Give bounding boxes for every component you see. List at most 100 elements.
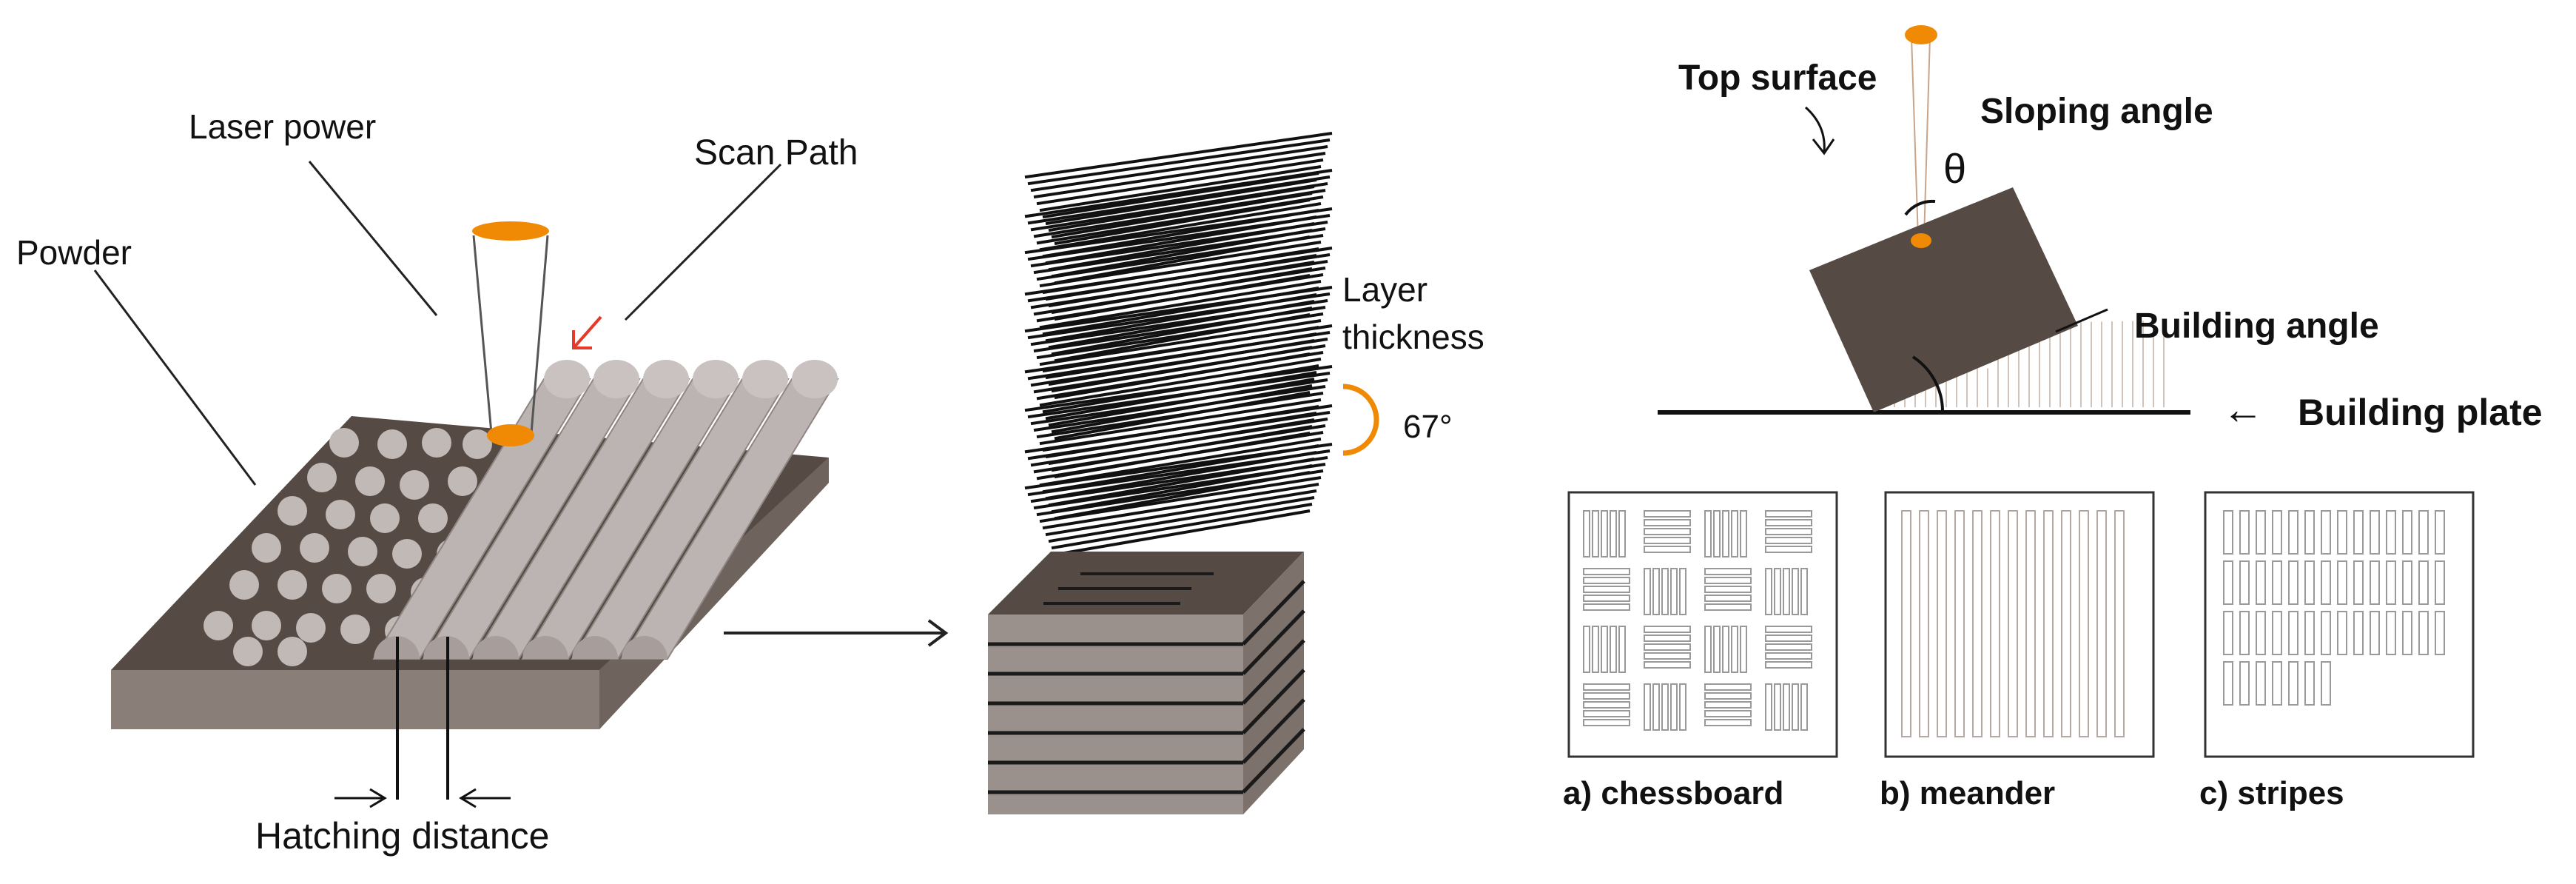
strategy-label-meander: b) meander	[1880, 775, 2056, 811]
stripes-pattern	[2223, 510, 2445, 706]
cube-layer-line	[1242, 698, 1305, 764]
stripe-track	[2353, 560, 2364, 605]
track-section	[622, 636, 667, 659]
top-surface-label: Top surface	[1678, 58, 1877, 98]
stripe-track	[2337, 510, 2347, 555]
melt-pool-icon	[487, 424, 534, 446]
stripe-track	[2239, 510, 2250, 555]
cube-layer-line	[1242, 669, 1305, 734]
rotation-arc-icon	[1342, 384, 1379, 456]
meander-track	[2061, 510, 2071, 737]
meander-track	[2025, 510, 2036, 737]
cube-layer-line	[1242, 728, 1305, 794]
powder-leader	[93, 269, 257, 486]
stripe-track	[2256, 661, 2266, 706]
scan-layer	[1024, 404, 1333, 520]
chess-cell	[1765, 683, 1808, 731]
track-end	[544, 360, 590, 398]
laser-source-icon	[472, 221, 549, 241]
stripe-track	[2418, 510, 2429, 555]
chess-cell	[1583, 683, 1630, 726]
powder-particle	[400, 470, 429, 500]
cube-layer-line	[1242, 639, 1305, 705]
theta-label: θ	[1943, 145, 1967, 192]
building-angle-diagram	[1658, 25, 2190, 415]
track-section	[522, 636, 568, 659]
stripe-track	[2418, 560, 2429, 605]
powder-particle	[233, 637, 263, 666]
top-surface-arrow-icon	[1805, 106, 1835, 155]
powder-particle	[252, 611, 281, 640]
chess-cell	[1765, 510, 1812, 553]
stripe-track	[2435, 560, 2445, 605]
built-part-cube	[988, 552, 1305, 814]
meander-track	[1972, 510, 1983, 737]
stripe-track	[2288, 560, 2298, 605]
stripe-track	[2386, 560, 2396, 605]
stripe-track	[2304, 560, 2315, 605]
chess-cell	[1765, 626, 1812, 669]
laser-power-leader	[308, 161, 438, 316]
powder-particle	[229, 570, 259, 600]
chess-cell	[1704, 626, 1747, 673]
stripe-track	[2304, 510, 2315, 555]
meander-track	[1954, 510, 1965, 737]
powder-particle	[448, 466, 477, 496]
stripe-track	[2223, 560, 2233, 605]
track-end	[593, 360, 639, 398]
chess-cell	[1765, 568, 1808, 615]
meander-track	[2008, 510, 2018, 737]
cube-layer-lines	[988, 580, 1305, 794]
beam-spot-icon	[1911, 233, 1931, 248]
stripe-track	[2321, 560, 2331, 605]
stripe-track	[2321, 611, 2331, 655]
sloping-angle-arc	[1904, 199, 1936, 216]
powder-particle	[355, 466, 385, 496]
stripe-track	[2386, 510, 2396, 555]
stripe-track	[2435, 611, 2445, 655]
meander-track	[1937, 510, 1947, 737]
powder-particle	[278, 570, 307, 600]
hatching-distance-label: Hatching distance	[255, 815, 550, 857]
chess-cell	[1704, 683, 1752, 726]
stripe-track	[2223, 661, 2233, 706]
powder-bed-block	[111, 360, 839, 729]
powder-particle	[340, 615, 370, 644]
chess-cell	[1583, 510, 1626, 557]
scan-path-leader	[624, 163, 782, 321]
stripe-track	[2272, 661, 2282, 706]
stripe-track	[2239, 661, 2250, 706]
beam-line-right	[1923, 36, 1931, 239]
meander-pattern	[1901, 510, 2125, 737]
stripe-track	[2353, 510, 2364, 555]
stripe-track	[2435, 510, 2445, 555]
process-arrow-icon	[724, 619, 949, 647]
powder-particle	[418, 503, 448, 533]
meander-track	[1990, 510, 2000, 737]
scan-layer	[1024, 443, 1333, 557]
stripe-track	[2370, 510, 2380, 555]
stripe-track	[2256, 611, 2266, 655]
track-end	[742, 360, 788, 398]
stripe-track	[2288, 661, 2298, 706]
chess-cell	[1644, 510, 1691, 553]
stripe-track	[2239, 560, 2250, 605]
strategy-label-stripes: c) stripes	[2199, 775, 2344, 811]
powder-particle	[278, 637, 307, 666]
cube-layer-line	[1242, 580, 1305, 646]
powder-particle	[329, 428, 359, 458]
building-angle-arc	[1911, 355, 1944, 412]
layer-stack	[1024, 132, 1333, 557]
meander-track	[2114, 510, 2125, 737]
stripe-track	[2256, 510, 2266, 555]
powder-particle	[370, 503, 400, 533]
powder-particle	[348, 537, 377, 566]
stripe-track	[2370, 560, 2380, 605]
meander-track	[1901, 510, 1911, 737]
layer-thickness-label-line1: Layer	[1342, 270, 1428, 309]
chess-cell	[1583, 626, 1626, 673]
stripe-track	[2402, 611, 2412, 655]
building-plate-arrow-icon: ←	[2222, 386, 2264, 432]
meander-track	[1919, 510, 1929, 737]
